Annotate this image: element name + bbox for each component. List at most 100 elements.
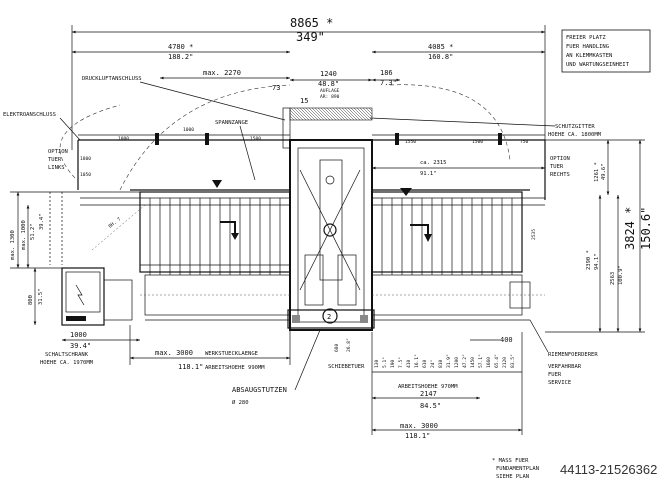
svg-text:1500: 1500 bbox=[472, 139, 483, 145]
svg-text:max. 1300: max. 1300 bbox=[10, 230, 16, 260]
dim-auflage: AUFLAGE bbox=[320, 88, 340, 94]
label-absaugstutzen: ABSAUGSTUTZEN bbox=[232, 386, 287, 394]
door-swing-arcs: BH. 7 bbox=[59, 84, 511, 251]
svg-text:1450: 1450 bbox=[470, 357, 476, 368]
station-number: 2 bbox=[327, 313, 331, 321]
left-conveyor bbox=[80, 180, 291, 321]
svg-text:39.4": 39.4" bbox=[39, 213, 45, 230]
svg-text:57.1": 57.1" bbox=[478, 354, 484, 368]
label-bh: BH. 7 bbox=[108, 216, 123, 229]
dim-2147-in: 84.5" bbox=[420, 402, 441, 410]
svg-text:24": 24" bbox=[430, 360, 436, 368]
svg-text:5.1": 5.1" bbox=[382, 357, 388, 368]
svg-text:150.6": 150.6" bbox=[639, 207, 653, 250]
dim-2315-in: 91.1" bbox=[420, 171, 437, 177]
overall-dim-in: 349" bbox=[296, 30, 325, 44]
overall-dim-mm: 8865 * bbox=[290, 16, 333, 30]
svg-text:3824 *: 3824 * bbox=[623, 207, 637, 250]
free-space-note: FREIER PLATZ FUER HANDLING AN KLEMMKASTE… bbox=[561, 29, 651, 73]
rail-dims: 130 5.1" 190 7.5" 410 16.1" 610 24" 810 … bbox=[371, 332, 523, 440]
label-arbeitshoehe-970: ARBEITSHOEHE 970MM bbox=[398, 384, 458, 390]
svg-text:400: 400 bbox=[500, 336, 513, 344]
label-schaltschrank-h: HOEHE CA. 1970MM bbox=[40, 360, 94, 366]
dim-186-in: 7.3" bbox=[380, 79, 397, 87]
right-bottom-labels: 400 RIEMENFOERDERER VERFAHRBAR FUER SERV… bbox=[470, 319, 598, 386]
label-schutzgitter-h: HOEHE CA. 1800MM bbox=[548, 132, 602, 138]
right-dim-mm: 4085 * bbox=[428, 43, 453, 51]
svg-text:ARBEITSHOEHE 990MM: ARBEITSHOEHE 990MM bbox=[205, 365, 265, 371]
svg-text:1500: 1500 bbox=[250, 136, 261, 142]
svg-text:410: 410 bbox=[406, 359, 412, 368]
svg-text:810: 810 bbox=[438, 359, 444, 368]
svg-text:680: 680 bbox=[334, 343, 340, 352]
footnote: * MASS FUER FUNDAMENTPLAN SIEHE PLAN bbox=[492, 458, 539, 480]
svg-text:750: 750 bbox=[520, 139, 529, 145]
dim-186: 186 bbox=[380, 69, 393, 77]
svg-text:UND WARTUNGSEINHEIT: UND WARTUNGSEINHEIT bbox=[566, 62, 630, 68]
dim-73: 73 bbox=[272, 84, 280, 92]
svg-text:SERVICE: SERVICE bbox=[548, 380, 571, 386]
svg-text:7.5": 7.5" bbox=[398, 357, 404, 368]
label-elektro: ELEKTROANSCHLUSS bbox=[3, 112, 56, 118]
dim-max-3000-b-in: 118.1" bbox=[405, 432, 430, 440]
svg-text:OPTION: OPTION bbox=[48, 149, 68, 155]
dim-15: 15 bbox=[300, 97, 308, 105]
dim-ar: AR: 890 bbox=[320, 94, 340, 100]
svg-text:130: 130 bbox=[374, 359, 380, 368]
svg-text:FUER HANDLING: FUER HANDLING bbox=[566, 44, 609, 50]
svg-text:1261 *: 1261 * bbox=[594, 162, 600, 182]
right-conveyor bbox=[371, 188, 545, 321]
option-door-right: OPTION TUER RECHTS bbox=[550, 156, 570, 178]
dim-1240: 1240 bbox=[320, 70, 337, 78]
safety-fence: 1000 1000 1500 1550 1500 750 1800 1050 2… bbox=[77, 127, 546, 240]
svg-text:FREIER PLATZ: FREIER PLATZ bbox=[566, 35, 606, 41]
dim-cabinet-1000-in: 39.4" bbox=[70, 342, 91, 350]
label-schiebetuer: SCHIEBETUER bbox=[328, 364, 365, 370]
svg-text:FUER: FUER bbox=[548, 372, 562, 378]
svg-text:max. 3000: max. 3000 bbox=[155, 349, 193, 357]
svg-text:OPTION: OPTION bbox=[550, 156, 570, 162]
svg-text:2120: 2120 bbox=[502, 357, 508, 368]
left-vertical-dims: max. 1300 max. 1000 51.2" 39.4" 800 31.5… bbox=[10, 191, 140, 325]
svg-text:31.9": 31.9" bbox=[446, 354, 452, 368]
svg-text:16.1": 16.1" bbox=[414, 354, 420, 368]
svg-text:1200: 1200 bbox=[454, 357, 460, 368]
dim-1240-in: 48.8" bbox=[318, 80, 339, 88]
svg-text:max. 1000: max. 1000 bbox=[21, 220, 27, 250]
svg-text:1660: 1660 bbox=[486, 357, 492, 368]
svg-text:LINKS: LINKS bbox=[48, 165, 65, 171]
left-dim-in: 188.2" bbox=[168, 53, 193, 61]
svg-text:2390 *: 2390 * bbox=[586, 250, 592, 270]
svg-text:1000: 1000 bbox=[183, 127, 194, 133]
label-absaug-d: Ø 280 bbox=[232, 399, 249, 406]
top-dimensions: 8865 * 349" 4780 * 188.2" 4085 * 160.8" … bbox=[71, 16, 546, 150]
svg-text:2535: 2535 bbox=[531, 229, 537, 240]
label-schutzgitter: SCHUTZGITTER bbox=[555, 124, 595, 130]
svg-text:47.2": 47.2" bbox=[462, 354, 468, 368]
dim-max-2270: max. 2270 bbox=[203, 69, 241, 77]
option-door-left: OPTION TUER LINKS bbox=[48, 149, 68, 171]
svg-text:83.5": 83.5" bbox=[510, 354, 516, 368]
svg-text:800: 800 bbox=[28, 295, 34, 305]
svg-text:100.9": 100.9" bbox=[618, 265, 624, 285]
bottom-left-dims: max. 3000 WERKSTUECKLAENGE 118.1" ARBEIT… bbox=[129, 325, 365, 406]
svg-text:TUER: TUER bbox=[48, 157, 62, 163]
right-rollers bbox=[381, 198, 513, 275]
svg-text:118.1": 118.1" bbox=[178, 363, 203, 371]
svg-text:1800: 1800 bbox=[80, 156, 91, 162]
dim-2315: ca. 2315 bbox=[420, 160, 447, 166]
dim-max-3000-b: max. 3000 bbox=[400, 422, 438, 430]
svg-text:1550: 1550 bbox=[405, 139, 416, 145]
svg-text:49.6": 49.6" bbox=[601, 163, 607, 180]
label-druckluft: DRUCKLUFTANSCHLUSS bbox=[82, 76, 142, 82]
svg-text:31.5": 31.5" bbox=[38, 288, 44, 305]
svg-text:26.8": 26.8" bbox=[346, 338, 352, 352]
right-dim-in: 160.8" bbox=[428, 53, 453, 61]
svg-text:94.1": 94.1" bbox=[594, 253, 600, 270]
label-spannzange: SPANNZANGE bbox=[215, 120, 248, 126]
switch-cabinet: 1000 39.4" SCHALTSCHRANK HOEHE CA. 1970M… bbox=[40, 267, 140, 366]
label-schaltschrank: SCHALTSCHRANK bbox=[45, 352, 89, 358]
svg-text:VERFAHRBAR: VERFAHRBAR bbox=[548, 364, 582, 370]
svg-text:51.2": 51.2" bbox=[30, 223, 36, 240]
